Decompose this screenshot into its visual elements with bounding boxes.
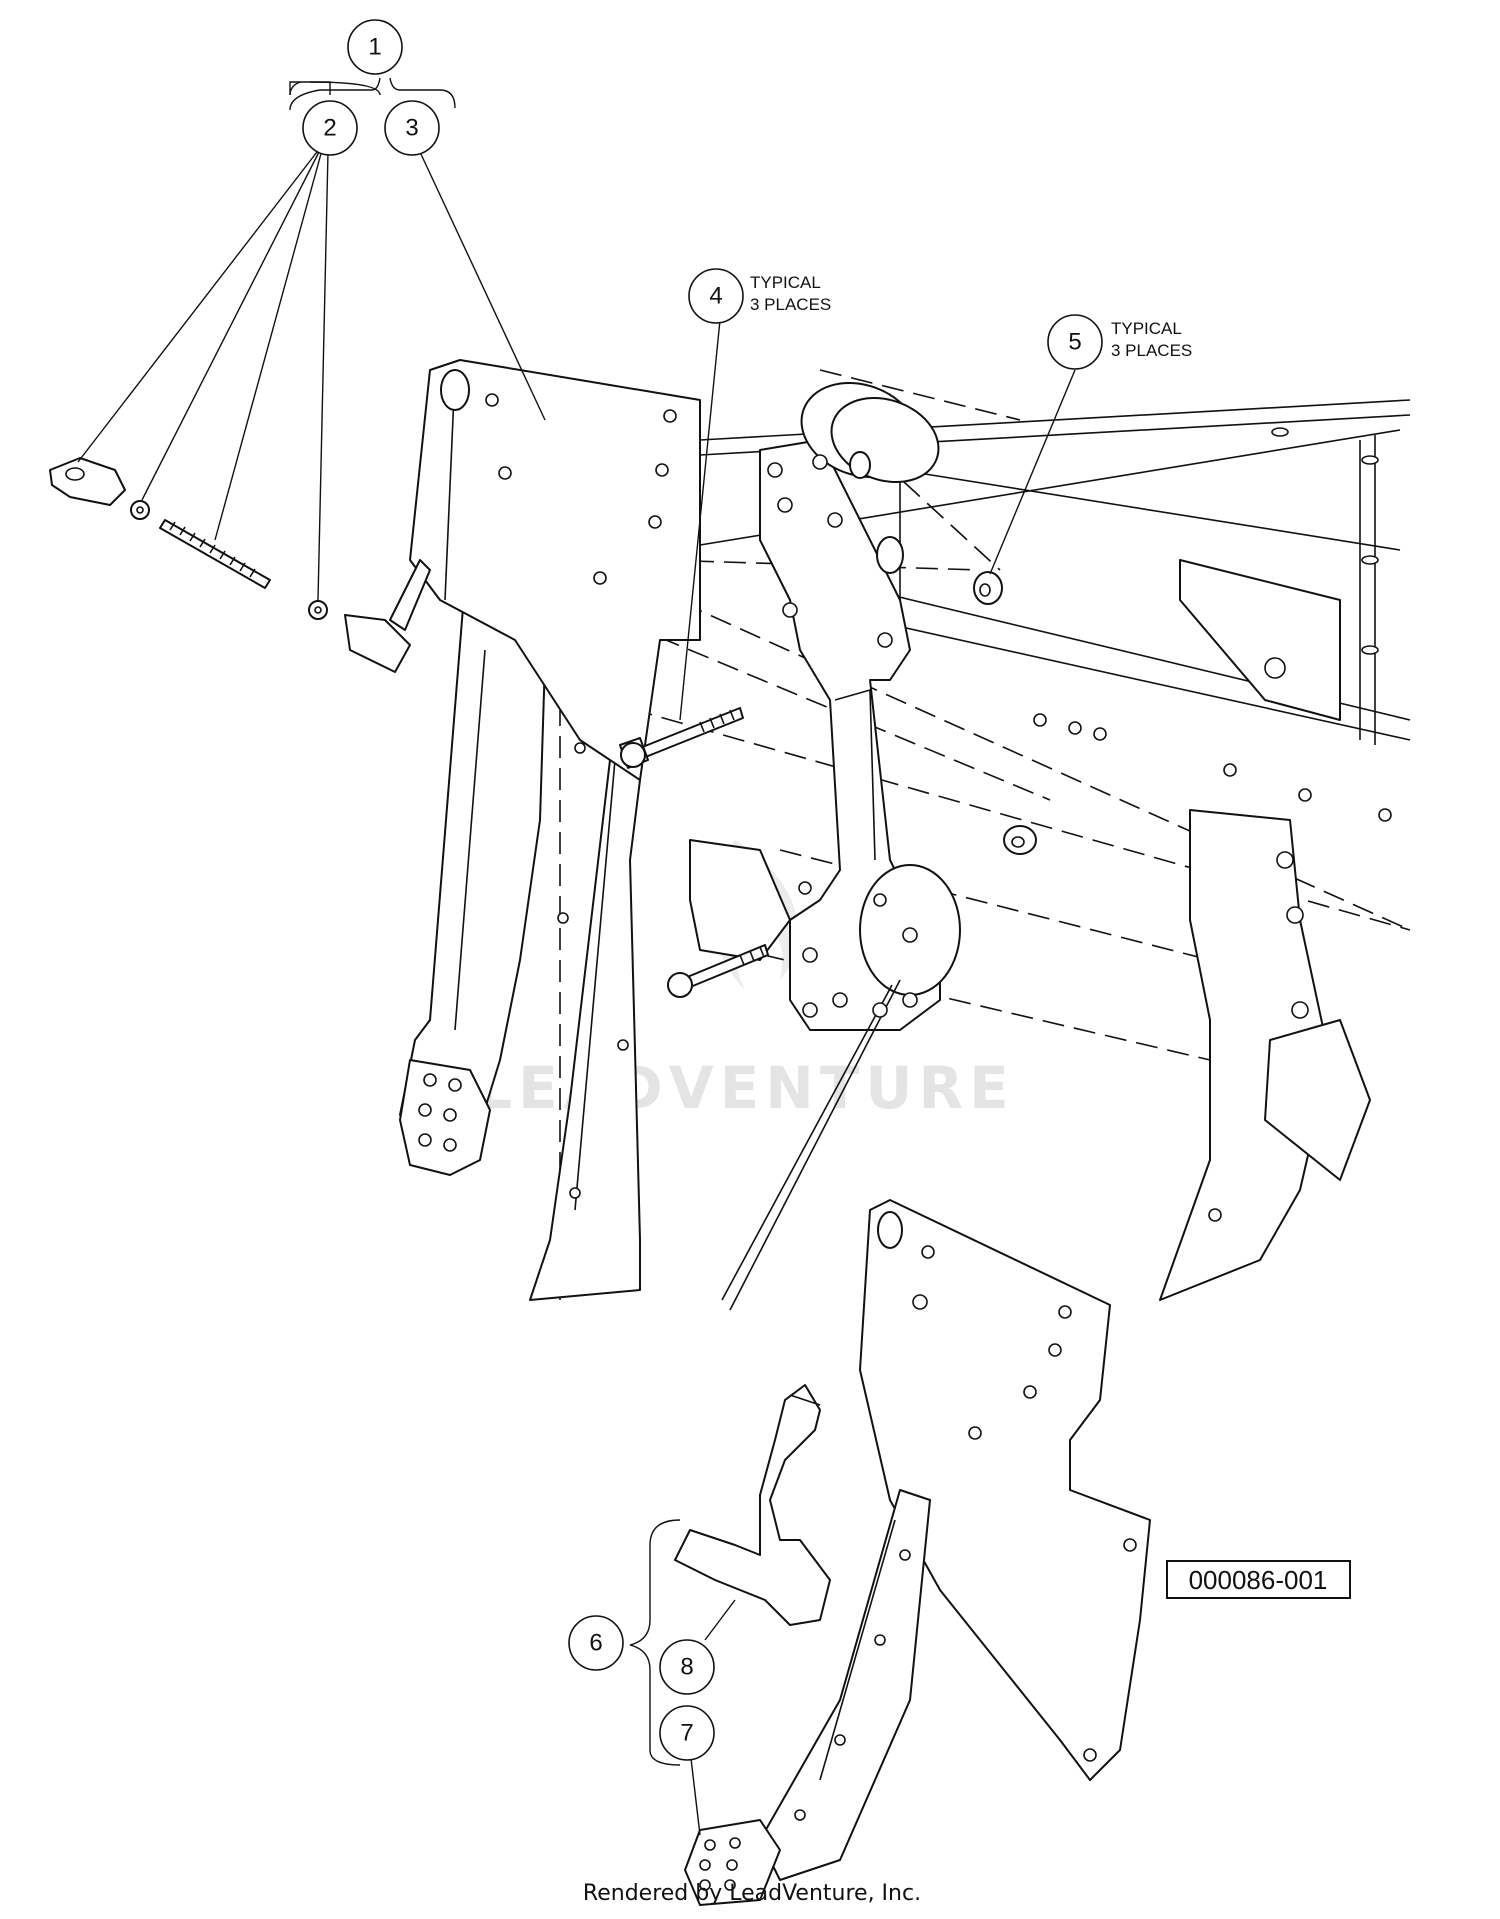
callout-4: 4 TYPICAL 3 PLACES: [688, 268, 831, 324]
callout-7: 7: [659, 1705, 715, 1761]
frame-side-plate: [1159, 809, 1371, 1301]
spacers: [973, 571, 1037, 855]
leader-lines: [77, 77, 1076, 1836]
callout-5: 5 TYPICAL 3 PLACES: [1047, 314, 1192, 370]
upper-pedal-assembly: [344, 359, 701, 1301]
callout-4-note-line1: TYPICAL: [750, 273, 821, 292]
watermark-text: LEADVENTURE: [475, 1054, 1015, 1122]
callout-1-label: 1: [368, 34, 381, 61]
callout-8: 8: [659, 1639, 715, 1695]
callout-3: 3: [384, 100, 440, 156]
callout-4-label: 4: [709, 283, 722, 310]
lower-pedal-assembly: [674, 1199, 1151, 1906]
reference-number-box: 000086-001: [1166, 1560, 1351, 1599]
idler-bracket: [689, 381, 961, 1311]
callout-4-note-line2: 3 PLACES: [750, 295, 831, 314]
callout-7-label: 7: [680, 1720, 693, 1747]
callout-2-label: 2: [323, 115, 336, 142]
callout-5-note-line1: TYPICAL: [1111, 319, 1182, 338]
callout-3-label: 3: [405, 115, 418, 142]
callout-6: 6: [568, 1615, 624, 1671]
reference-number: 000086-001: [1189, 1565, 1328, 1595]
callout-5-label: 5: [1068, 329, 1081, 356]
footer-credit: Rendered by LeadVenture, Inc.: [583, 1881, 921, 1906]
callout-5-note-line2: 3 PLACES: [1111, 341, 1192, 360]
callout-1: 1: [347, 19, 403, 75]
callout-8-label: 8: [680, 1654, 693, 1681]
callout-2: 2: [302, 100, 358, 156]
adjuster-parts: [49, 457, 328, 620]
bolts: [619, 707, 769, 998]
callout-6-label: 6: [589, 1630, 602, 1657]
